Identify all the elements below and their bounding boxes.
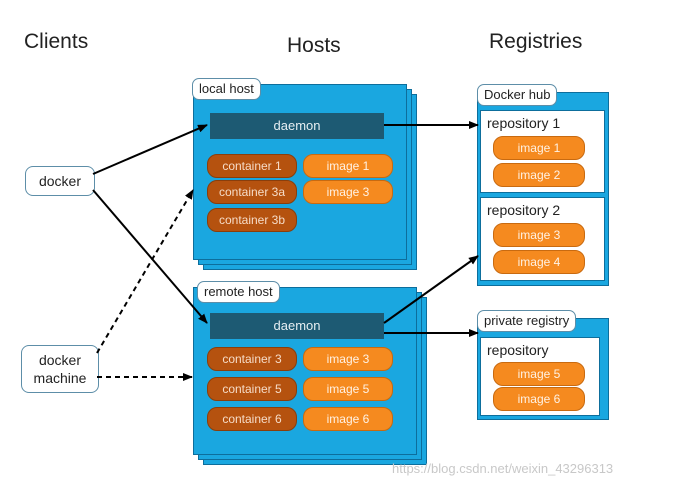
hub-repo2-image-3: image 3	[493, 223, 585, 247]
remote-image-6: image 6	[303, 407, 393, 431]
remote-container-3: container 3	[207, 347, 297, 371]
local-image-3: image 3	[303, 180, 393, 204]
remote-container-6: container 6	[207, 407, 297, 431]
hub-repo1-image-1: image 1	[493, 136, 585, 160]
local-container-3a: container 3a	[207, 180, 297, 204]
docker-machine-client: docker machine	[21, 345, 99, 393]
registries-heading: Registries	[489, 30, 583, 53]
private-image-5: image 5	[493, 362, 585, 386]
hosts-heading: Hosts	[287, 34, 341, 57]
remote-image-3: image 3	[303, 347, 393, 371]
remote-daemon: daemon	[210, 313, 384, 339]
arrow-remote-daemon-to-repo2	[383, 255, 479, 324]
remote-container-5: container 5	[207, 377, 297, 401]
arrow-docker-to-local-daemon	[92, 124, 208, 175]
private-repository-label: repository	[487, 342, 549, 358]
local-container-1: container 1	[207, 154, 297, 178]
private-registry-label: private registry	[477, 310, 577, 332]
local-container-3b: container 3b	[207, 208, 297, 232]
remote-host-label: remote host	[197, 281, 280, 303]
local-host-label: local host	[192, 78, 261, 100]
docker-machine-line2: machine	[33, 370, 87, 386]
arrow-docker-to-remote-daemon	[92, 189, 208, 324]
docker-hub-label: Docker hub	[477, 84, 558, 106]
docker-client: docker	[25, 166, 95, 196]
hub-repo2-image-4: image 4	[493, 250, 585, 274]
local-daemon: daemon	[210, 113, 384, 139]
hub-repo1-image-2: image 2	[493, 163, 585, 187]
remote-image-5: image 5	[303, 377, 393, 401]
private-image-6: image 6	[493, 387, 585, 411]
watermark: https://blog.csdn.net/weixin_43296313	[392, 461, 614, 476]
docker-machine-line1: docker	[38, 352, 82, 368]
repository-1-label: repository 1	[487, 115, 561, 131]
local-image-1: image 1	[303, 154, 393, 178]
arrow-machine-to-local-host	[96, 189, 194, 354]
repository-2-label: repository 2	[487, 202, 561, 218]
clients-heading: Clients	[24, 30, 89, 53]
